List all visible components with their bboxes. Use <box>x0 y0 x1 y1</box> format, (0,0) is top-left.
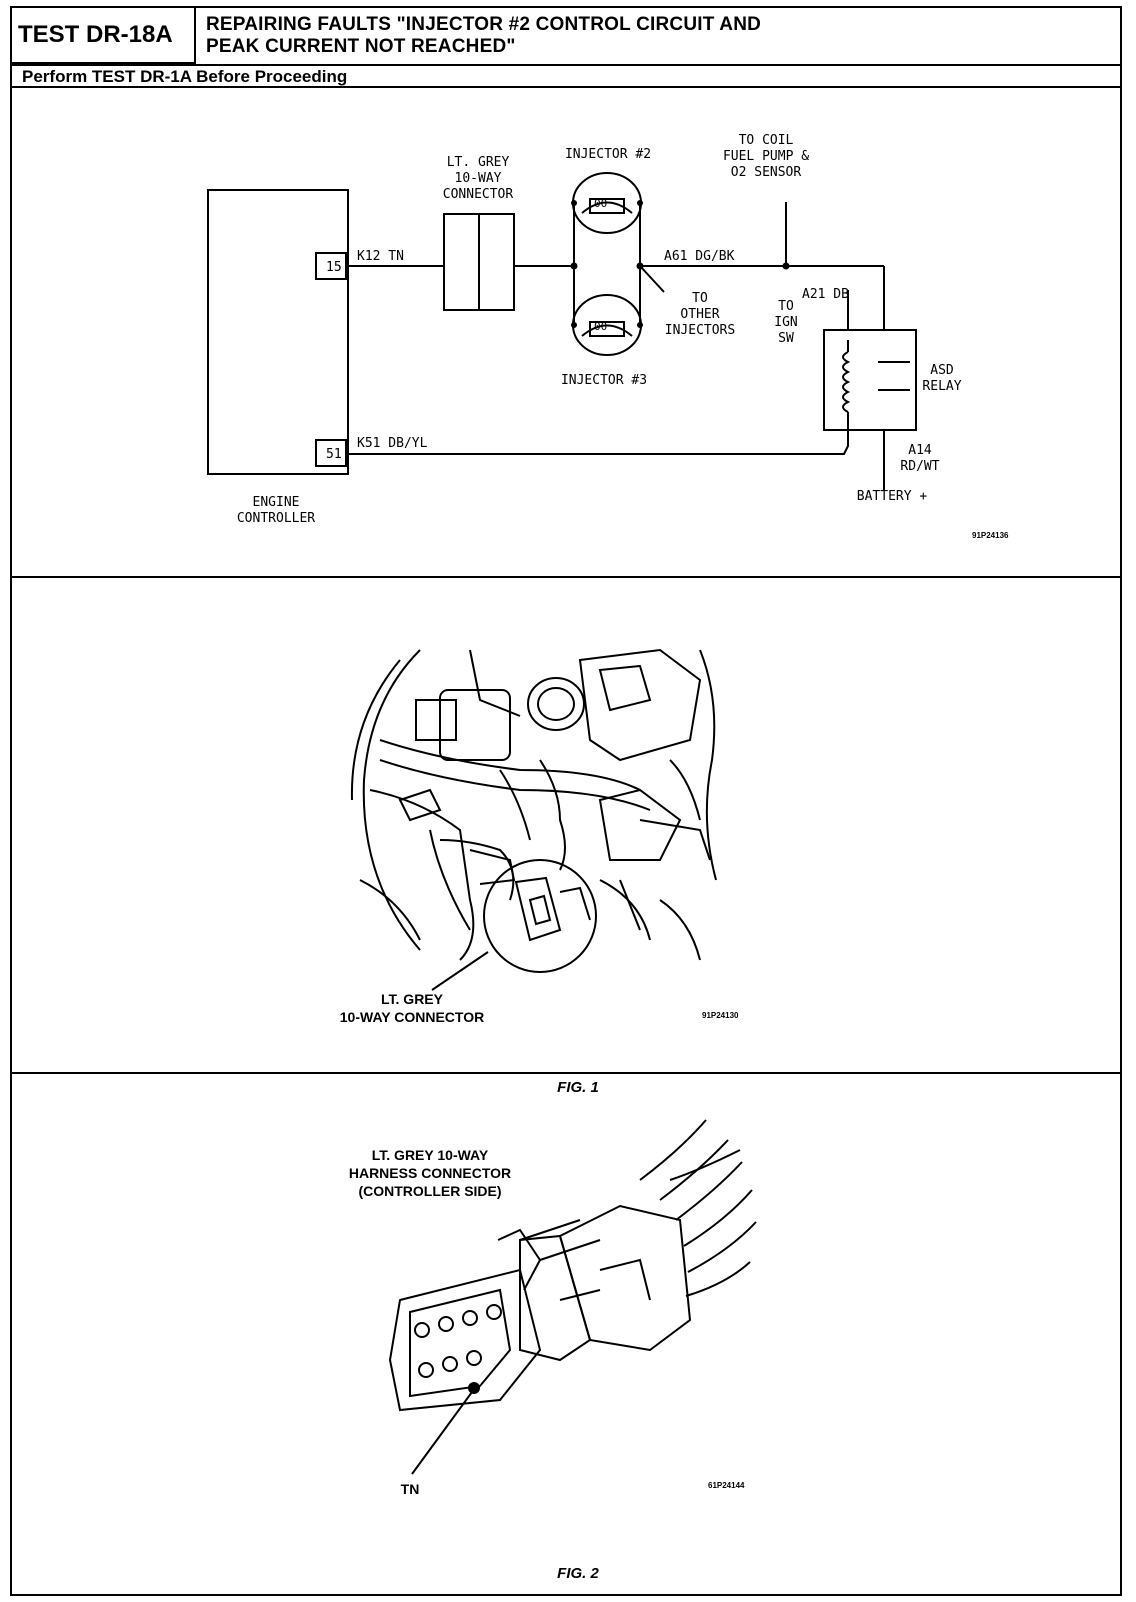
wire-a21-label: A21 DB <box>802 287 849 302</box>
connector-label-1: LT. GREY <box>447 155 510 170</box>
fig2-callout-2: HARNESS CONNECTOR <box>349 1165 511 1181</box>
svg-text:00: 00 <box>594 197 607 210</box>
engine-label-1: ENGINE <box>253 495 300 510</box>
schematic-code: 91P24136 <box>972 531 1009 540</box>
asd-relay-box <box>823 329 917 431</box>
svg-text:00: 00 <box>594 320 607 333</box>
asd-label-2: RELAY <box>922 379 961 394</box>
connector-face <box>388 1268 542 1412</box>
engine-controller-box <box>207 189 349 475</box>
fig2-callout-1: LT. GREY 10-WAY <box>372 1147 489 1163</box>
connector-label-3: CONNECTOR <box>443 187 514 202</box>
to-coil-label-3: O2 SENSOR <box>731 165 802 180</box>
battery-label: BATTERY + <box>857 489 928 504</box>
pin-15-label: 15 <box>326 260 342 275</box>
wire-k12-label: K12 TN <box>357 249 404 264</box>
engine-label-2: CONTROLLER <box>237 511 315 526</box>
section-divider <box>10 1072 1122 1074</box>
fig1-code: 91P24130 <box>702 1011 739 1020</box>
fig1-callout-2: 10-WAY CONNECTOR <box>340 1009 484 1025</box>
fig2-caption: FIG. 2 <box>557 1565 599 1582</box>
wire-k51-label: K51 DB/YL <box>357 436 428 451</box>
engine-bay-illustration <box>350 648 717 991</box>
fig1-caption: FIG. 1 <box>557 1079 599 1096</box>
fig1-callout-1: LT. GREY <box>381 991 444 1007</box>
harness-connector-illustration <box>388 1119 757 1475</box>
prerequisite-note: Perform TEST DR-1A Before Proceeding <box>22 67 348 86</box>
asd-label-1: ASD <box>930 363 954 378</box>
section-divider <box>10 86 1122 88</box>
a14-label-2: RD/WT <box>900 459 939 474</box>
fig2-callout-3: (CONTROLLER SIDE) <box>358 1183 501 1199</box>
to-other-label-2: OTHER <box>680 307 719 322</box>
wire-a61-label: A61 DG/BK <box>664 249 735 264</box>
header: TEST DR-18A REPAIRING FAULTS "INJECTOR #… <box>10 6 1122 86</box>
test-id: TEST DR-18A <box>10 6 196 64</box>
to-other-label-3: INJECTORS <box>665 323 735 338</box>
to-other-label-1: TO <box>692 291 708 306</box>
fig2-pin-label: TN <box>401 1481 420 1497</box>
connector-label-2: 10-WAY <box>455 171 502 186</box>
pin-51-label: 51 <box>326 447 342 462</box>
to-coil-label-1: TO COIL <box>739 133 794 148</box>
injector-3-label: INJECTOR #3 <box>561 373 647 388</box>
to-ign-label-1: TO <box>778 299 794 314</box>
page-frame <box>10 6 1122 1596</box>
injector-2-label: INJECTOR #2 <box>565 147 651 162</box>
to-ign-label-2: IGN <box>774 315 797 330</box>
to-coil-label-2: FUEL PUMP & <box>723 149 809 164</box>
magnifier-circle <box>483 859 597 973</box>
page-title: REPAIRING FAULTS "INJECTOR #2 CONTROL CI… <box>206 14 762 57</box>
wire-k51 <box>346 430 849 455</box>
to-ign-label-3: SW <box>778 331 794 346</box>
connector-shell <box>558 1204 692 1352</box>
section-divider <box>10 576 1122 578</box>
callout-leader <box>431 951 489 991</box>
tn-leader <box>411 1391 473 1475</box>
wiring-schematic <box>207 172 917 490</box>
fig2-code: 61P24144 <box>708 1481 745 1490</box>
header-divider <box>10 64 1122 66</box>
a14-label-1: A14 <box>908 443 932 458</box>
